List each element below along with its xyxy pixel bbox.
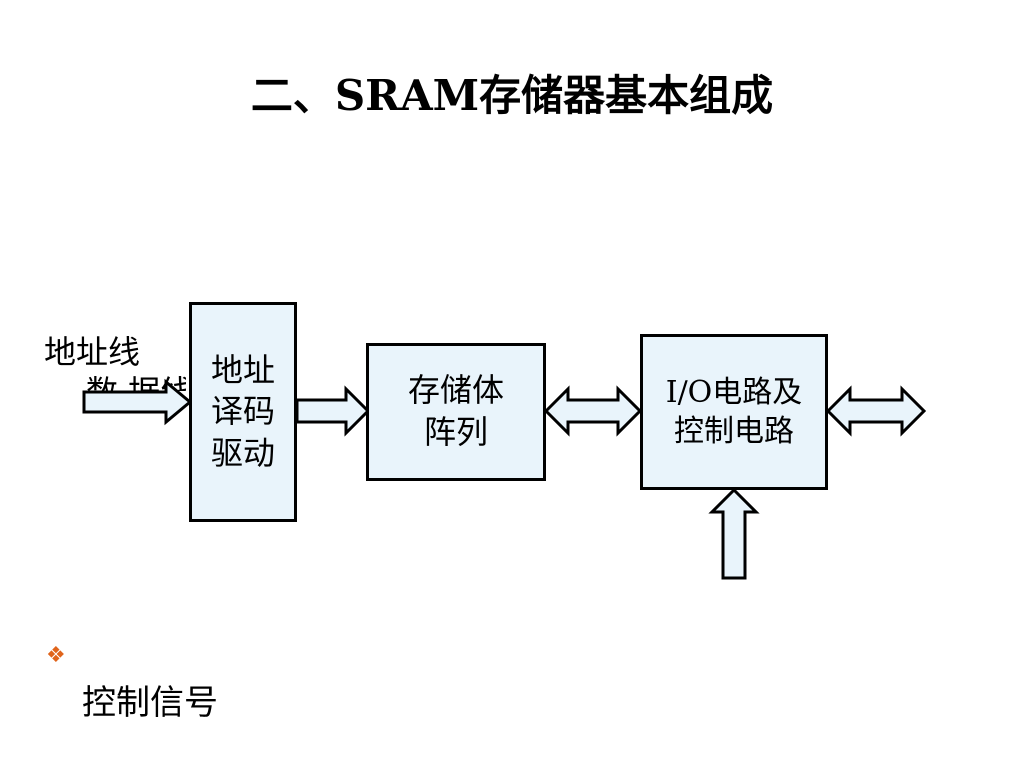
address-decoder-block: 地址 译码 驱动 — [189, 302, 297, 522]
decoder-line-3: 驱动 — [210, 433, 275, 472]
address-input-arrow — [82, 378, 193, 426]
array-line-1: 存储体 — [407, 371, 504, 410]
memory-array-block: 存储体 阵列 — [366, 343, 546, 481]
decoder-to-array-arrow — [295, 385, 371, 437]
data-line-label: 数 据线 — [86, 367, 186, 391]
slide-title: 二、SRAM存储器基本组成 — [250, 71, 774, 120]
decoder-line-2: 译码 — [210, 392, 275, 431]
io-data-double-arrow — [825, 385, 927, 437]
address-line-label: 地址线 — [44, 333, 141, 371]
io-line-2: 控制电路 — [674, 414, 794, 449]
io-line-1: I/O电路及 — [665, 375, 803, 410]
control-signal-label: 控制信号 — [82, 683, 218, 723]
io-control-block: I/O电路及 控制电路 — [640, 334, 828, 490]
diamond-bullet-icon: ❖ — [46, 643, 66, 668]
array-io-double-arrow — [543, 385, 643, 437]
array-line-2: 阵列 — [423, 413, 488, 451]
control-up-arrow — [708, 487, 760, 580]
decoder-line-1: 地址 — [210, 350, 275, 389]
